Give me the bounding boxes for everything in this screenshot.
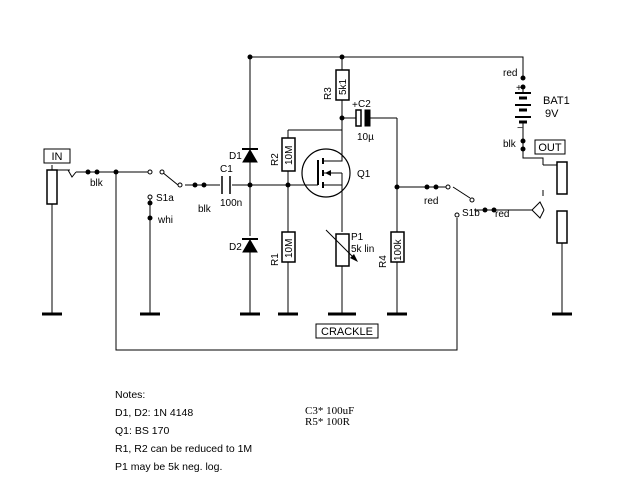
switch-contacts	[147, 169, 475, 218]
output-jack: OUT	[534, 139, 568, 244]
capacitor-c2: + C2 10µ	[352, 99, 374, 143]
s1a-label: S1a	[156, 193, 174, 204]
switch-s1a: S1a whi blk	[156, 193, 212, 226]
r1-value: 10M	[284, 239, 295, 258]
r4-value: 100k	[393, 238, 404, 261]
battery-bottom-wire-label: blk	[503, 139, 517, 150]
notes-side-2: R5* 100R	[305, 416, 351, 428]
battery-bat1: + − BAT1 9V red blk	[503, 68, 570, 150]
c2-plus: +	[352, 100, 358, 111]
p1-name: P1	[351, 232, 364, 243]
in-label: IN	[52, 151, 63, 163]
resistor-r3: 5k1 R3	[323, 69, 350, 101]
s1b-in-wire-label: red	[424, 196, 438, 207]
diode-d1: D1	[229, 148, 258, 163]
s1b-out-wire-label: red	[495, 209, 509, 220]
r2-name: R2	[270, 153, 281, 166]
s1a-blk-label: blk	[198, 204, 212, 215]
s1a-whi-label: whi	[157, 215, 173, 226]
c1-value: 100n	[220, 198, 242, 209]
resistor-r2: 10M R2	[270, 130, 296, 172]
battery-name: BAT1	[543, 95, 570, 107]
battery-voltage: 9V	[545, 108, 559, 120]
s1b-label: S1b	[462, 208, 480, 219]
notes: Notes: D1, D2: 1N 4148 Q1: BS 170 R1, R2…	[115, 389, 354, 473]
p1-value: 5k lin	[351, 244, 374, 255]
r1-name: R1	[270, 253, 281, 266]
switch-s1b: red S1b red	[424, 196, 509, 220]
d2-name: D2	[229, 242, 242, 253]
r3-value: 5k1	[338, 78, 349, 95]
mosfet-q1: Q1	[301, 148, 371, 198]
c2-value: 10µ	[357, 132, 374, 143]
resistor-r1: 10M R1	[270, 231, 296, 266]
notes-line-1: D1, D2: 1N 4148	[115, 407, 193, 419]
resistor-r4: 100k R4	[378, 231, 405, 268]
input-jack: IN blk	[43, 148, 104, 205]
potentiometer-p1: P1 5k lin	[325, 229, 374, 267]
c2-name: C2	[358, 99, 371, 110]
r2-value: 10M	[284, 146, 295, 165]
battery-top-wire-label: red	[503, 68, 517, 79]
r4-name: R4	[378, 255, 389, 268]
diode-d2: D2	[229, 238, 258, 253]
r3-name: R3	[323, 87, 334, 100]
in-wire-label: blk	[90, 178, 104, 189]
d1-name: D1	[229, 151, 242, 162]
notes-side-1: C3* 100uF	[305, 405, 354, 417]
capacitor-c1: C1 100n	[220, 164, 242, 209]
notes-line-3: R1, R2 can be reduced to 1M	[115, 443, 252, 455]
out-label: OUT	[538, 142, 562, 154]
q1-name: Q1	[357, 169, 371, 180]
notes-line-4: P1 may be 5k neg. log.	[115, 461, 222, 473]
battery-minus: −	[517, 123, 523, 134]
notes-line-2: Q1: BS 170	[115, 425, 169, 437]
battery-plus: +	[516, 83, 522, 94]
c1-name: C1	[220, 164, 233, 175]
wires	[51, 56, 563, 351]
notes-title: Notes:	[115, 389, 145, 401]
crackle-label: CRACKLE	[321, 326, 373, 338]
crackle-label-box: CRACKLE	[315, 323, 379, 339]
